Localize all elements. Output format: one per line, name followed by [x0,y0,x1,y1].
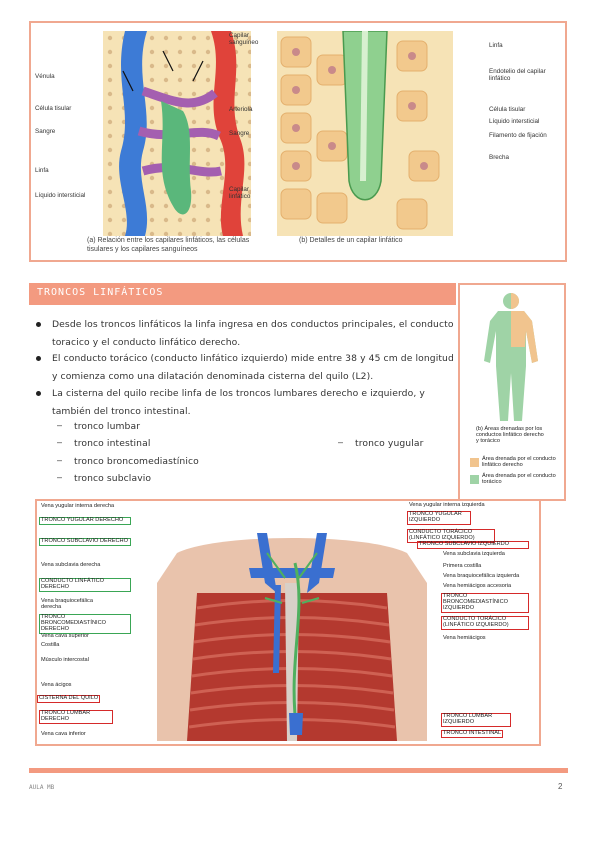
anat-left-7: Vena cava superior [41,633,89,639]
body-silhouette [484,293,538,421]
anat-right-3: TRONCO SUBCLAVIO IZQUIERDO [417,541,529,549]
label-liquido-intersticial: Líquido intersticial [35,192,86,199]
anat-right-7: Vena hemiácigos accesoria [443,583,512,589]
legend-label-right: Área drenada por el conducto linfático d… [482,456,556,468]
bullet-3 [36,391,41,396]
dash-right: – [338,437,344,447]
capillary-figure: Vénula Célula tisular Sangre Linfa Líqui… [29,21,567,262]
label-celula-tisular-b: Célula tisular [489,106,526,113]
label-arteriola: Arteriola [229,106,253,113]
label-endotelio: Endotelio del capilar linfático [489,68,546,82]
footer-bar [29,768,568,773]
anat-left-1: TRONCO YUGULAR DERECHO [39,517,131,525]
anatomy-figure: Vena yugular interna derecha TRONCO YUGU… [35,499,541,746]
label-capilar-sanguineo: Capilar sanguíneo [229,32,259,46]
anat-left-3: Vena subclavia derecha [41,562,101,568]
capillary-illustration-a [103,31,251,236]
bullet-text-2: El conducto torácico (conducto linfático… [52,353,454,382]
anat-left-13: Vena cava inferior [41,731,86,737]
anat-right-10: Vena hemiácigos [443,635,486,641]
label-sangre: Sangre [35,128,56,135]
label-venula: Vénula [35,73,55,80]
anat-right-1: TRONCO YUGULAR IZQUIERDO [407,511,471,525]
anat-right-4: Vena subclavia izquierda [443,551,505,557]
body-drainage-figure: (b) Áreas drenadas por los conductos lin… [458,283,566,501]
sub-item-2: tronco intestinal [74,438,151,449]
anat-left-10: Vena ácigos [41,682,72,688]
dash-4: – [57,472,63,482]
label-capilar-linfatico: Capilar linfático [229,186,251,200]
legend-swatch-right [470,458,479,467]
anat-left-11: CISTERNA DEL QUILO [37,695,101,703]
body-caption: (b) Áreas drenadas por los conductos lin… [476,426,544,444]
label-linfa: Linfa [35,167,49,174]
section-title: Troncos linfáticos [37,287,164,298]
anat-left-12: TRONCO LUMBAR DERECHO [39,710,113,724]
dash-1: – [57,420,63,430]
footer-left-text: AULA MB [29,784,55,791]
bullet-text-1: Desde los troncos linfáticos la linfa in… [52,319,454,348]
anat-right-11: TRONCO LUMBAR IZQUIERDO [441,713,511,727]
caption-a: (a) Relación entre los capilares linfáti… [87,237,250,253]
page-number: 2 [558,782,563,791]
anat-right-6: Vena braquiocefálica izquierda [443,573,520,579]
sub-item-3: tronco broncomediastínico [74,456,199,467]
anat-left-2: TRONCO SUBCLAVIO DERECHO [39,538,131,546]
label-celula-tisular: Célula tisular [35,105,72,112]
thorax-illustration [157,533,427,741]
anat-right-0: Vena yugular interna izquierda [409,502,485,508]
bullet-1 [36,322,41,327]
anat-right-9: CONDUCTO TORÁCICO (LINFÁTICO IZQUIERDO) [441,616,529,630]
anat-right-8: TRONCO BRONCOMEDIASTÍNICO IZQUIERDO [441,593,529,613]
sub-item-right: tronco yugular [355,438,424,449]
anat-right-2: CONDUCTO TORÁCICO (LINFÁTICO IZQUIERDO) [407,529,495,543]
bullet-text-3: La cisterna del quilo recibe linfa de lo… [52,388,425,417]
label-filamento: Filamento de fijación [489,132,547,139]
anat-left-4: CONDUCTO LINFÁTICO DERECHO [39,578,131,592]
anat-right-5: Primera costilla [443,563,482,569]
label-sangre-right: Sangre [229,130,250,137]
caption-b: (b) Detalles de un capilar linfático [299,237,403,244]
dash-2: – [57,437,63,447]
dash-3: – [57,455,63,465]
anat-left-9: Músculo intercostal [41,657,89,663]
legend-swatch-toracico [470,475,479,484]
anat-right-12: TRONCO INTESTINAL [441,730,504,738]
legend-label-toracico: Área drenada por el conducto torácico [482,473,556,485]
sub-item-1: tronco lumbar [74,421,141,432]
anat-left-0: Vena yugular interna derecha [41,503,115,509]
capillary-illustration-b [277,31,453,236]
anat-left-6: TRONCO BRONCOMEDIASTÍNICO DERECHO [39,614,131,634]
label-linfa-b: Linfa [489,42,503,49]
label-brecha: Brecha [489,154,509,161]
label-liquido-intersticial-b: Líquido intersticial [489,118,540,125]
anat-left-5: Vena braquiocefálica derecha [41,598,93,610]
section-header-bar: Troncos linfáticos [29,283,456,305]
bullet-2 [36,356,41,361]
sub-item-4: tronco subclavio [74,473,152,484]
anat-left-8: Costilla [41,642,60,648]
